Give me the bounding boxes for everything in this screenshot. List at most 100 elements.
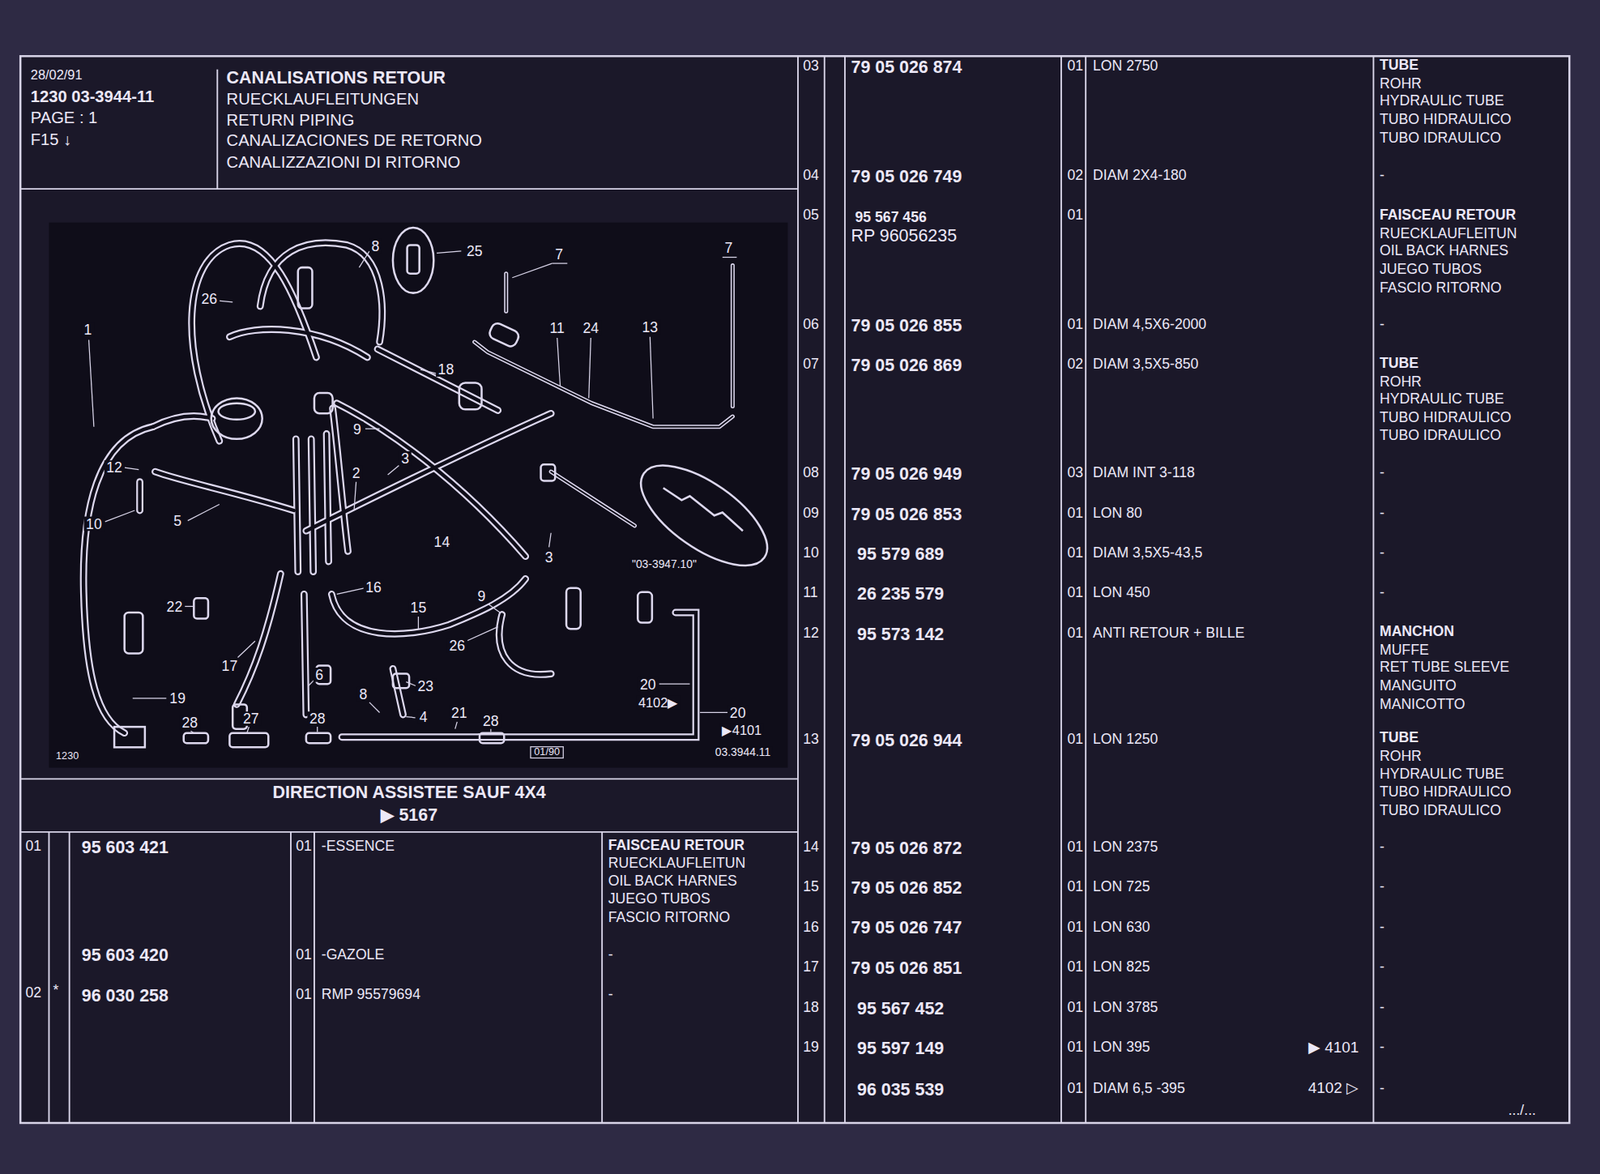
table-cell: 95 579 689 bbox=[857, 546, 944, 566]
table-cell: 79 05 026 944 bbox=[850, 731, 962, 751]
table-cell: LON 80 bbox=[1092, 505, 1143, 521]
table-cell: 95 567 452 bbox=[857, 999, 944, 1020]
table-cell: FASCIO RITORNO bbox=[608, 909, 731, 926]
callout-number: 16 bbox=[363, 580, 384, 595]
callout-number: 01/90 bbox=[529, 746, 564, 759]
callout-number: 18 bbox=[435, 362, 457, 377]
callout-number: 27 bbox=[241, 711, 262, 726]
table-cell: JUEGO TUBOS bbox=[608, 891, 711, 907]
callout-number: 28 bbox=[179, 715, 201, 730]
table-cell: TUBO IDRAULICO bbox=[1379, 802, 1502, 818]
table-cell: - bbox=[1379, 1079, 1385, 1096]
table-cell: 18 bbox=[802, 999, 820, 1016]
table-cell: RMP 95579694 bbox=[321, 986, 421, 1003]
header-text: CANALIZZAZIONI DI RITORNO bbox=[226, 151, 794, 173]
table-cell: 01 bbox=[1067, 625, 1084, 641]
table-cell: 4102 ▷ bbox=[1308, 1079, 1359, 1097]
table-cell: 01 bbox=[1067, 1039, 1084, 1055]
table-cell: RET TUBE SLEEVE bbox=[1379, 660, 1510, 676]
callout-number: 03.3944.11 bbox=[712, 746, 773, 759]
header-text: CANALIZACIONES DE RETORNO bbox=[226, 130, 794, 152]
callout-number: 26 bbox=[199, 291, 220, 307]
page-title: CANALISATIONS RETOUR bbox=[226, 67, 794, 89]
table-cell: - bbox=[1379, 584, 1385, 601]
table-cell: 79 05 026 747 bbox=[850, 919, 962, 939]
table-cell: 09 bbox=[802, 505, 820, 521]
header-block: 28/02/911230 03-3944-11PAGE : 1F15 ↓ bbox=[30, 64, 215, 150]
table-cell: * bbox=[52, 982, 59, 999]
table-cell: 79 05 026 872 bbox=[850, 840, 962, 860]
table-cell: 01 bbox=[1067, 584, 1084, 601]
table-cell: 79 05 026 853 bbox=[850, 506, 962, 526]
table-cell: 01 bbox=[295, 838, 312, 854]
table-cell: - bbox=[608, 946, 614, 962]
table-cell: MANCHON bbox=[1379, 623, 1455, 640]
table-cell: 02 bbox=[1067, 167, 1084, 184]
callout-number: 4102▶ bbox=[635, 695, 680, 709]
table-cell: 01 bbox=[295, 946, 312, 962]
table-cell: DIAM 4,5X6-2000 bbox=[1092, 316, 1207, 333]
table-cell: LON 3785 bbox=[1092, 999, 1158, 1016]
table-cell: LON 450 bbox=[1092, 584, 1151, 601]
table-cell: 14 bbox=[802, 839, 820, 855]
table-cell: RUECKLAUFLEITUN bbox=[608, 855, 747, 871]
table-cell: DIAM INT 3-118 bbox=[1092, 465, 1195, 481]
table-cell: MUFFE bbox=[1379, 642, 1430, 658]
callout-number: 6 bbox=[313, 667, 326, 683]
table-cell: 79 05 026 869 bbox=[850, 357, 962, 377]
table-cell: LON 1250 bbox=[1092, 731, 1158, 747]
table-cell: 01 bbox=[1067, 207, 1084, 223]
table-cell: 17 bbox=[802, 959, 820, 975]
callout-number: 24 bbox=[580, 320, 602, 336]
section-band: DIRECTION ASSISTEE SAUF 4X4▶ 5167 bbox=[20, 781, 798, 827]
callout-number: 5 bbox=[171, 513, 184, 529]
table-cell: LON 2375 bbox=[1092, 839, 1158, 855]
header-text: ▶ 5167 bbox=[20, 804, 798, 828]
table-cell: - bbox=[1379, 167, 1385, 184]
table-cell: JUEGO TUBOS bbox=[1379, 261, 1482, 278]
table-cell: 06 bbox=[802, 316, 820, 333]
table-cell: - bbox=[1379, 918, 1385, 935]
callout-number: 1 bbox=[81, 322, 94, 338]
table-cell: -ESSENCE bbox=[321, 838, 395, 854]
table-cell: TUBO HIDRAULICO bbox=[1379, 409, 1512, 426]
callout-number: 13 bbox=[640, 319, 661, 334]
table-cell: 02 bbox=[1067, 356, 1084, 372]
table-cell: OIL BACK HARNES bbox=[608, 873, 738, 889]
table-cell: - bbox=[608, 986, 614, 1003]
callout-number: 12 bbox=[104, 460, 125, 475]
table-cell: 95 603 420 bbox=[81, 947, 169, 967]
table-cell: LON 395 bbox=[1092, 1039, 1151, 1055]
callout-number: 11 bbox=[547, 320, 567, 336]
table-cell: TUBO HIDRAULICO bbox=[1379, 784, 1512, 800]
table-cell: 19 bbox=[802, 1039, 820, 1055]
table-cell: 04 bbox=[802, 167, 820, 184]
table-cell: MANICOTTO bbox=[1379, 695, 1465, 712]
table-cell: LON 2750 bbox=[1092, 58, 1158, 74]
table-cell: FAISCEAU RETOUR bbox=[608, 837, 745, 854]
table-cell: - bbox=[1379, 959, 1385, 975]
table-cell: LON 630 bbox=[1092, 918, 1151, 935]
table-cell: 01 bbox=[1067, 731, 1084, 747]
callout-number: 9 bbox=[350, 421, 363, 436]
table-cell: 10 bbox=[802, 545, 820, 561]
table-cell: HYDRAULIC TUBE bbox=[1379, 766, 1505, 782]
table-cell: 01 bbox=[1067, 878, 1084, 895]
table-cell: 01 bbox=[1067, 545, 1084, 561]
table-cell: 95 567 456 bbox=[855, 209, 927, 226]
table-cell: RUECKLAUFLEITUN bbox=[1379, 225, 1518, 241]
callout-number: 19 bbox=[167, 691, 188, 706]
table-cell: 79 05 026 874 bbox=[850, 59, 962, 79]
callout-number: 21 bbox=[448, 705, 470, 721]
table-cell: 01 bbox=[1067, 505, 1084, 521]
table-cell: 79 05 026 949 bbox=[850, 465, 962, 485]
table-cell: DIAM 6,5 -395 bbox=[1092, 1079, 1186, 1096]
table-cell: - bbox=[1379, 505, 1385, 521]
table-cell: - bbox=[1379, 999, 1385, 1016]
table-cell: DIAM 3,5X5-850 bbox=[1092, 356, 1199, 372]
callout-number: 7 bbox=[722, 240, 735, 256]
table-cell: 01 bbox=[1067, 839, 1084, 855]
callout-number: 25 bbox=[464, 243, 485, 259]
table-cell: TUBE bbox=[1379, 355, 1419, 372]
callout-number: 3 bbox=[542, 550, 555, 565]
